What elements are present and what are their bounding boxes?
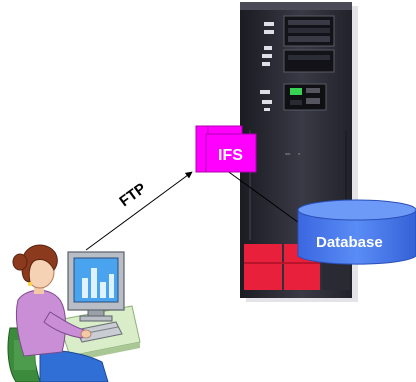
folder-icon: IFS [195, 125, 257, 173]
server-model-label: i5 [298, 152, 301, 156]
ftp-label: FTP [116, 180, 149, 210]
ifs-to-database-arrow [225, 169, 307, 229]
database-label: Database [316, 234, 383, 251]
ftp-transfer-arrow [85, 171, 193, 251]
server-tower-icon: IBM i5 [240, 2, 358, 302]
database-cylinder-icon: Database [297, 199, 416, 265]
person-at-computer-icon [7, 244, 141, 382]
ifs-label: IFS [218, 147, 243, 164]
server-brand-label: IBM [285, 152, 291, 156]
